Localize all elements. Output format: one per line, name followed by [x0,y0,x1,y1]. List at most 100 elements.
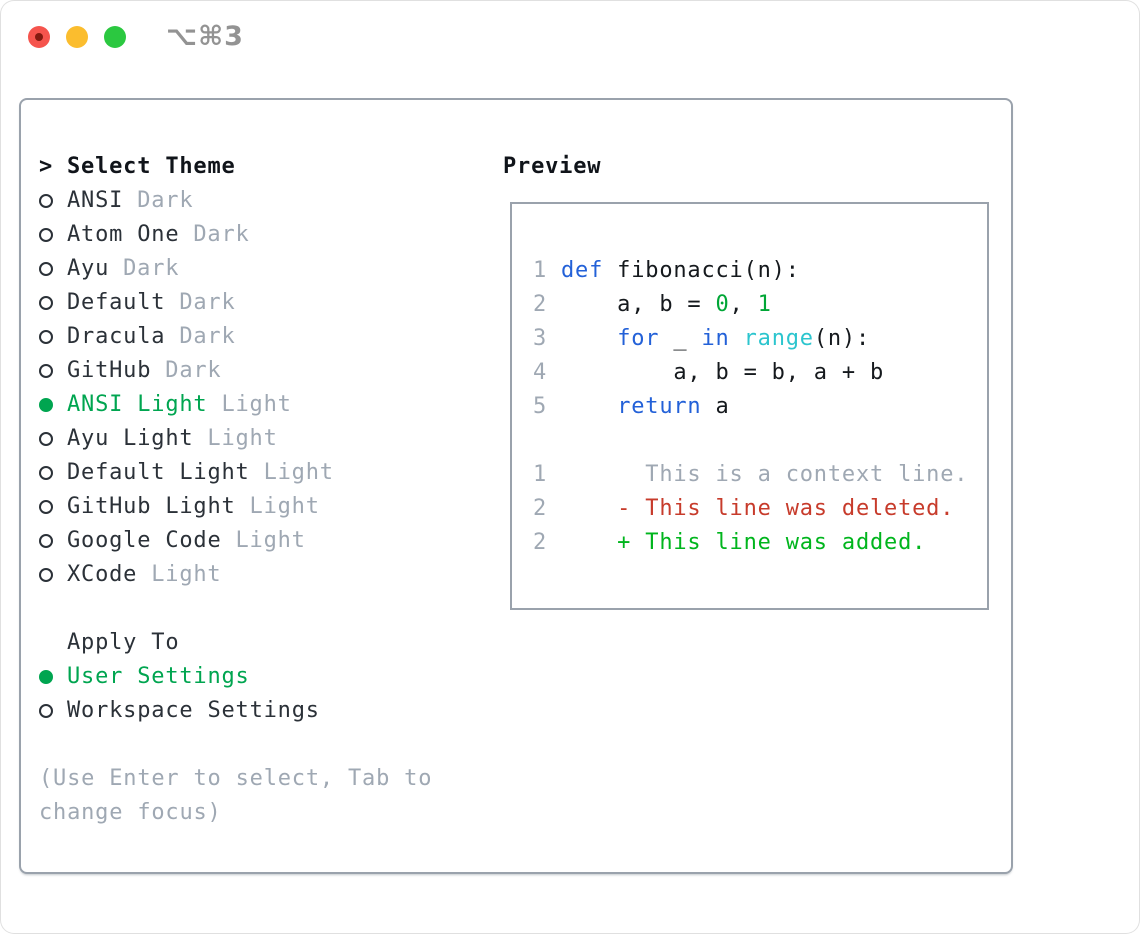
theme-name: Default Light [67,460,250,485]
radio-icon [39,500,53,514]
apply-option-user-settings[interactable]: User Settings [39,660,479,694]
preview-line: 2 + This line was added. [533,526,987,560]
preview-blank-line [533,424,987,458]
cursor-icon: > [39,154,54,179]
preview-line: 1 This is a context line. [533,458,987,492]
theme-name: GitHub [67,358,152,383]
theme-variant-tag: Dark [165,358,222,383]
theme-option-github-light[interactable]: GitHub Light Light [39,490,479,524]
theme-option-default[interactable]: Default Dark [39,286,479,320]
theme-name: Ayu Light [67,426,194,451]
code-token: fibonacci(n): [603,258,800,283]
theme-option-xcode[interactable]: XCode Light [39,558,479,592]
radio-icon [39,330,53,344]
theme-name: Default [67,290,166,315]
code-token [561,394,617,419]
preview-line: 3 for _ in range(n): [533,322,987,356]
radio-icon [39,228,53,242]
line-number: 4 [533,360,548,385]
code-token: This is a context line. [561,462,969,487]
spacer [39,592,479,626]
theme-name: GitHub Light [67,494,236,519]
close-button-dot-icon [35,33,43,41]
code-token: _ [659,326,702,351]
theme-variant-tag: Dark [179,324,236,349]
apply-option-workspace-settings[interactable]: Workspace Settings [39,694,479,728]
line-number: 1 [533,462,548,487]
theme-variant-tag: Dark [137,188,194,213]
preview-line: 2 - This line was deleted. [533,492,987,526]
theme-variant-tag: Light [207,426,278,451]
radio-icon [39,296,53,310]
theme-name: Ayu [67,256,110,281]
spacer [39,728,479,762]
code-token: def [561,258,604,283]
hint-text: (Use Enter to select, Tab to change focu… [39,766,433,825]
theme-variant-tag: Dark [193,222,250,247]
radio-icon [39,704,53,718]
radio-icon [39,534,53,548]
preview-header: Preview [503,154,602,179]
code-token: range [743,326,814,351]
code-token [730,326,744,351]
radio-selected-icon [39,670,53,684]
theme-variant-tag: Light [151,562,222,587]
code-token: (n): [813,326,871,351]
code-token: return [617,394,702,419]
line-number: 2 [533,530,548,555]
code-token: 1 [757,292,772,317]
code-token: in [701,326,730,351]
theme-name: Atom One [67,222,180,247]
radio-icon [39,262,53,276]
select-theme-header: > Select Theme [39,150,479,184]
theme-variant-tag: Light [235,528,306,553]
radio-icon [39,466,53,480]
radio-icon [39,364,53,378]
theme-name: Google Code [67,528,222,553]
window-shortcut-label: ⌥⌘3 [166,21,244,52]
theme-variant-tag: Dark [179,290,236,315]
maximize-button[interactable] [104,26,126,48]
theme-name: XCode [67,562,138,587]
preview-line: 2 a, b = 0, 1 [533,288,987,322]
close-button[interactable] [28,26,50,48]
theme-variant-tag: Light [249,494,320,519]
code-token: , [729,292,758,317]
theme-option-github[interactable]: GitHub Dark [39,354,479,388]
line-number: 2 [533,292,548,317]
line-number: 5 [533,394,548,419]
theme-variant-tag: Light [221,392,292,417]
radio-icon [39,432,53,446]
radio-icon [39,568,53,582]
theme-option-atom-one[interactable]: Atom One Dark [39,218,479,252]
apply-option-name: Workspace Settings [67,698,320,723]
preview-line: 1 def fibonacci(n): [533,254,987,288]
code-token [561,326,617,351]
code-token: + This line was added. [561,530,927,555]
theme-option-ayu-light[interactable]: Ayu Light Light [39,422,479,456]
code-token: a, b = [561,292,716,317]
radio-icon [39,194,53,208]
radio-selected-icon [39,398,53,412]
apply-to-header: Apply To [67,630,180,655]
code-token: for [617,326,660,351]
minimize-button[interactable] [66,26,88,48]
preview-line: 4 a, b = b, a + b [533,356,987,390]
theme-option-google-code[interactable]: Google Code Light [39,524,479,558]
line-number: 3 [533,326,548,351]
line-number: 1 [533,258,548,283]
select-theme-title: Select Theme [67,154,236,179]
